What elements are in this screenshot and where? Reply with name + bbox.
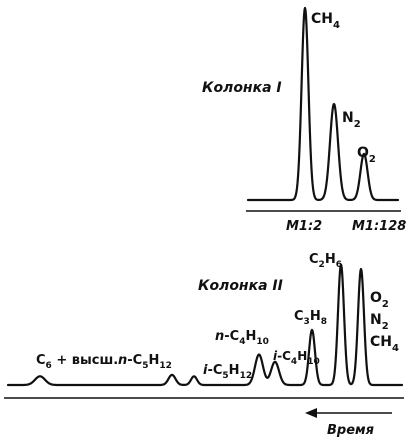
column-2-chart: Колонка II C6 + высш.n-C5H12 i-C5H12 n-C4H…: [4, 252, 404, 438]
column-1-chart: Колонка I CH4 N2 O2 M1:2 M1:128: [202, 6, 406, 234]
x-axis-label: Время: [327, 423, 374, 438]
peak-label-n2: N2: [342, 110, 361, 130]
peak-label-i-c4h10: i-C4H10: [273, 349, 320, 367]
peak-label-c2h6: C2H6: [309, 252, 342, 270]
attenuation-label-m1-2: M1:2: [286, 219, 322, 234]
stacked-label-o2: O2: [370, 290, 389, 310]
column-2-title: Колонка II: [198, 278, 283, 294]
peak-label-c6: C6 + высш.: [36, 353, 118, 371]
peak-label-n-c4h10: n-C4H10: [215, 329, 269, 347]
peak-label-c3h8: C3H8: [294, 309, 327, 327]
stacked-label-n2: N2: [370, 312, 389, 332]
column-2-trace: [6, 263, 404, 387]
peak-label-o2: O2: [357, 145, 376, 165]
column-1-title: Колонка I: [202, 80, 282, 96]
attenuation-label-m1-128: M1:128: [352, 219, 406, 234]
time-arrow-head: [305, 408, 317, 418]
peak-label-ch4: CH4: [311, 11, 340, 31]
stacked-label-ch4: CH4: [370, 334, 399, 354]
peak-label-i-c5h12: i-C5H12: [203, 363, 252, 381]
time-arrow: [305, 408, 392, 418]
column-1-trace: [246, 6, 400, 202]
peak-label-n-c5h12: n-C5H12: [118, 353, 172, 371]
